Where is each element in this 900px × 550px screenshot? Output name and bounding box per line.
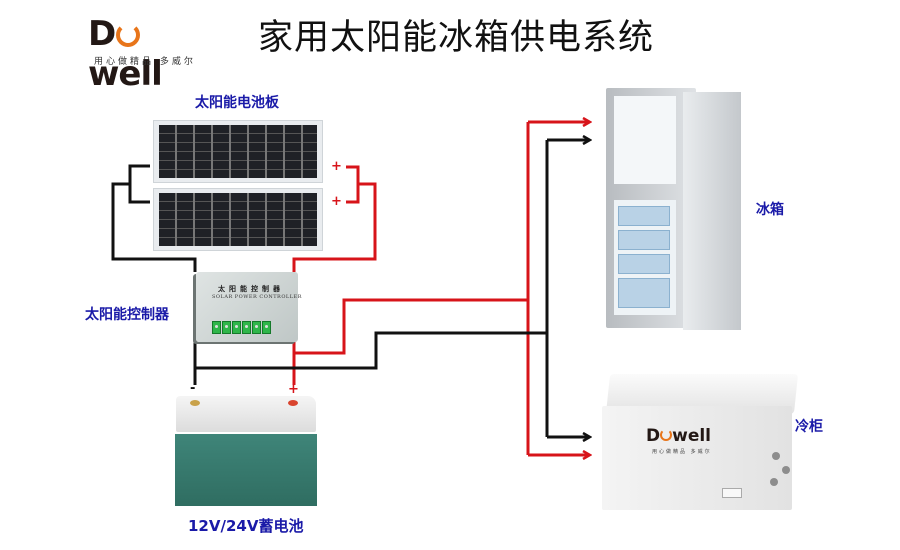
vent-icon (782, 466, 790, 474)
battery-label: 12V/24V蓄电池 (188, 517, 304, 535)
terminal-icon (212, 321, 221, 334)
solar-panel-top (153, 120, 323, 183)
brand-logo: Dwell 用心做精品 多威尔 (88, 14, 213, 94)
brand-tagline: 用心做精品 多威尔 (94, 57, 196, 67)
battery-positive-post (288, 400, 298, 406)
solar-panel-label: 太阳能电池板 (195, 95, 279, 111)
solar-controller: 太阳能控制器 SOLAR POWER CONTROLLER (196, 272, 301, 342)
wire-load-negative (195, 140, 549, 437)
page-title: 家用太阳能冰箱供电系统 (258, 18, 655, 58)
wire-load-positive (294, 122, 530, 455)
controller-label: 太阳能控制器 (85, 307, 169, 323)
battery-positive-sign: + (288, 382, 299, 397)
fridge-freezer-compartment (614, 200, 676, 315)
terminal-icon (252, 321, 261, 334)
wire-panel-negative (111, 164, 197, 272)
fridge-compartment (614, 96, 676, 184)
vent-icon (770, 478, 778, 486)
solar-panel-bottom (153, 188, 323, 251)
refrigerator (606, 88, 696, 328)
battery-lid (176, 396, 316, 432)
terminal-icon (242, 321, 251, 334)
terminal-icon (222, 321, 231, 334)
vent-icon (772, 452, 780, 460)
wire-panel-positive (292, 165, 377, 272)
fridge-door (683, 92, 741, 330)
brand-sun-icon (116, 23, 141, 47)
freezer-control-panel (722, 488, 742, 498)
panel-bottom-positive: + (331, 194, 342, 209)
battery-negative-sign: - (190, 381, 196, 396)
freezer-label: 冷柜 (795, 419, 823, 435)
freezer-tagline: 用心做精品 多威尔 (652, 449, 712, 455)
controller-face-cn: 太阳能控制器 (218, 284, 284, 293)
brand-wordmark: Dwell (88, 14, 163, 94)
controller-face-en: SOLAR POWER CONTROLLER (212, 294, 302, 300)
panel-top-positive: + (331, 159, 342, 174)
terminal-icon (262, 321, 271, 334)
terminal-icon (232, 321, 241, 334)
brand-sun-icon (660, 429, 673, 441)
fridge-label: 冰箱 (756, 202, 784, 218)
battery (175, 434, 317, 506)
battery-negative-post (190, 400, 200, 406)
